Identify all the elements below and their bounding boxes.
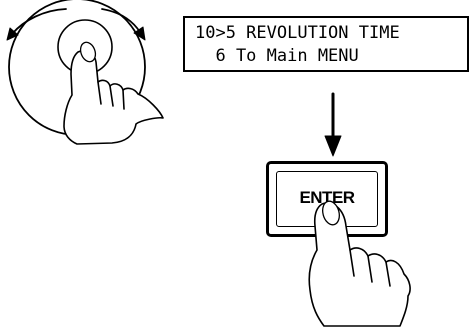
lcd-line-1: 10>5 REVOLUTION TIME [195,23,400,43]
down-arrow-icon [324,92,342,157]
enter-button[interactable]: ENTER [266,161,388,237]
lcd-line-2: 6 To Main MENU [195,46,359,66]
enter-button-label: ENTER [299,188,355,207]
hand-pointer-icon [63,41,164,145]
rotate-arrow-left-icon [6,8,67,41]
rotate-arrow-right-icon [101,8,146,41]
lcd-display: 10>5 REVOLUTION TIME 6 To Main MENU [183,16,469,72]
hand-pointer-icon [308,200,411,327]
